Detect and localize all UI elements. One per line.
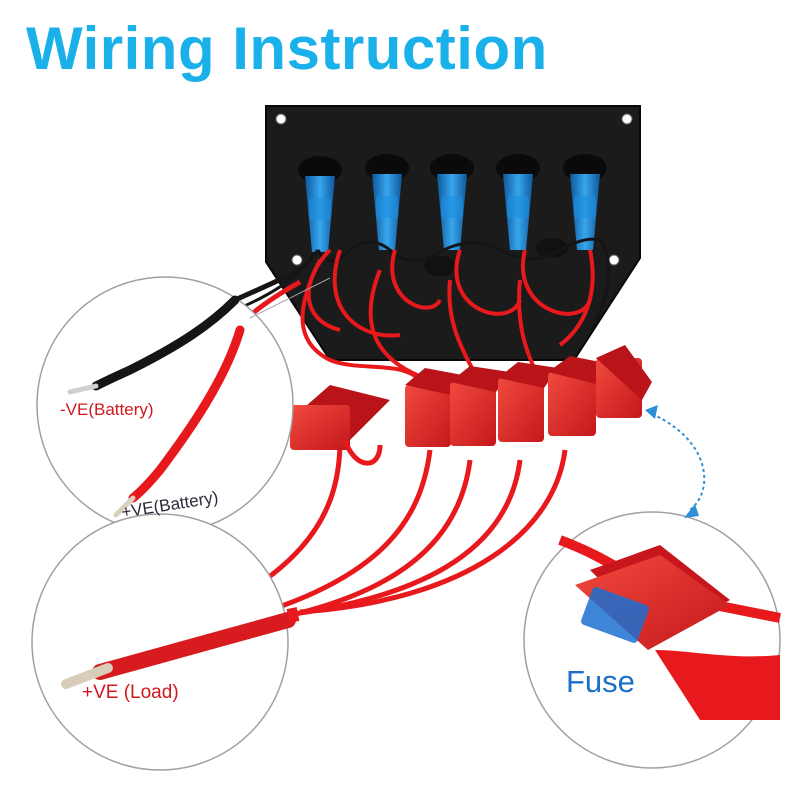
positive-load-label: +VE (Load): [82, 682, 179, 703]
fuse-holder: [498, 362, 558, 442]
fuse-pointer-arrow: [645, 405, 706, 518]
mounting-hole: [621, 113, 633, 125]
fuse-label: Fuse: [566, 664, 635, 699]
load-callout: [31, 513, 300, 771]
negative-battery-label: -VE(Battery): [60, 400, 154, 419]
fuse-holders: [290, 345, 652, 466]
rocker-switch: [430, 154, 474, 250]
rocker-switches: [298, 154, 607, 252]
rocker-switch: [496, 154, 540, 250]
battery-callout: [36, 276, 331, 534]
red-jumper-wires: [300, 248, 595, 386]
image-title: Wiring Instruction: [26, 15, 548, 82]
fuse-holder: [548, 356, 600, 436]
mounting-hole: [275, 113, 287, 125]
rocker-switch: [365, 154, 409, 250]
mounting-hole: [608, 254, 620, 266]
fuse-holder: [596, 345, 652, 418]
rocker-switch: [298, 156, 342, 252]
fuse-holder: [450, 366, 510, 446]
rocker-switch: [563, 154, 607, 250]
fuse-callout: [523, 511, 781, 769]
mounting-hole: [291, 254, 303, 266]
fuse-holder: [290, 385, 390, 466]
